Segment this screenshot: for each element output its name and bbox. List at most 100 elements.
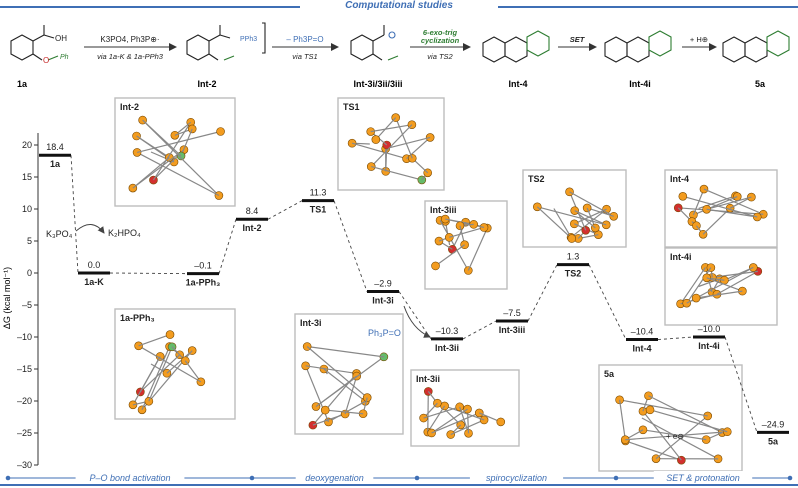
molecule-bond	[649, 409, 728, 433]
molecule-bond	[459, 406, 470, 434]
compound-label-5a: 5a	[755, 79, 766, 89]
y-tick-label: –10	[17, 332, 32, 342]
structure-label: Int-3i	[300, 318, 322, 328]
molecule-bond	[431, 412, 480, 434]
molecule-bond	[184, 360, 202, 383]
molecule-bond	[553, 208, 572, 238]
phase-label: SET & protonation	[666, 473, 740, 483]
y-axis-label: ΔG (kcal mol⁻¹)	[2, 267, 12, 329]
molecule-bond	[642, 410, 682, 461]
profile-connector	[527, 264, 558, 322]
structure-label: 5a	[604, 369, 615, 379]
molecule-bond	[385, 144, 388, 172]
step3-via: via TS2	[427, 52, 453, 61]
molecule-atom	[371, 135, 381, 144]
phase-label: deoxygenation	[305, 473, 364, 483]
compound-label-1a: 1a	[17, 79, 28, 89]
molecule-bond	[682, 195, 758, 218]
energy-value-label: 0.0	[88, 260, 101, 270]
fragment-pph3: PPh3	[240, 36, 257, 43]
structure-label: TS2	[528, 174, 545, 184]
molecule-bond	[306, 346, 368, 399]
profile-connector	[724, 336, 758, 433]
energy-value-label: –24.9	[762, 419, 785, 429]
molecule-bond	[325, 409, 364, 415]
compound-int3-structure	[350, 25, 399, 61]
compound-label-int2: Int-2	[198, 79, 217, 89]
molecule-bond	[305, 365, 357, 375]
annotation-arrow	[75, 224, 105, 234]
y-tick-label: –20	[17, 396, 32, 406]
energy-value-label: –10.4	[631, 327, 654, 337]
molecule-bond	[370, 124, 413, 133]
molecule-bond	[450, 419, 485, 436]
phase-label-bg	[75, 471, 185, 483]
molecule-bond	[619, 399, 708, 417]
molecule-atom	[691, 293, 701, 303]
phase-label-bg	[295, 471, 374, 483]
molecule-atom	[582, 203, 592, 213]
molecule-bond	[180, 128, 193, 157]
molecule-bond	[371, 166, 422, 181]
compound-label-int4i: Int-4i	[629, 79, 651, 89]
molecule-bond	[467, 227, 488, 271]
state-name-label: Int-4	[633, 344, 652, 354]
molecule-bond	[136, 151, 220, 197]
compound-int4-structure	[482, 30, 550, 63]
molecule-bond	[716, 270, 759, 295]
molecule-bond	[148, 346, 173, 402]
molecule-bond	[395, 117, 413, 159]
molecule-bond	[625, 431, 728, 441]
state-name-label: 5a	[768, 436, 779, 446]
molecule-bond	[574, 210, 607, 226]
y-tick-label: 10	[22, 204, 32, 214]
molecule-bond	[706, 277, 743, 292]
molecule-atom	[645, 405, 655, 415]
state-name-label: Int-3iii	[499, 325, 526, 335]
molecule-bond	[307, 345, 384, 358]
profile-connectors	[70, 155, 758, 433]
molecule-atom	[431, 261, 440, 271]
molecule-bond	[370, 124, 413, 168]
energy-value-label: 11.3	[310, 188, 327, 198]
state-name-label: Int-3i	[372, 296, 394, 306]
energy-levels: 18.41a0.01a-K–0.11a-PPh₃8.4Int-211.3TS1–…	[39, 142, 789, 446]
structure-label: Int-4	[670, 174, 689, 184]
molecule-atom	[320, 405, 330, 415]
molecule-bond	[344, 375, 358, 415]
molecule-bond	[586, 207, 614, 217]
profile-connector	[333, 200, 368, 292]
state-name-label: 1a-PPh₃	[186, 278, 221, 288]
step3-name2: cyclization	[421, 36, 460, 45]
molecule-bond	[724, 266, 754, 281]
molecule-bond	[136, 135, 170, 159]
structure-label: Int-3ii	[416, 374, 440, 384]
phase-divider-dot	[249, 475, 255, 481]
molecule-bond	[537, 206, 607, 226]
section-banner: Computational studies	[0, 0, 798, 13]
y-tick-label: –5	[22, 300, 32, 310]
energy-value-label: –10.0	[698, 324, 721, 334]
y-tick-label: –25	[17, 428, 32, 438]
compound-label-int4: Int-4	[509, 79, 528, 89]
molecule-bond	[625, 440, 682, 461]
annotation-arrow	[403, 305, 431, 338]
compound-int2-structure	[186, 22, 266, 61]
molecule-atom	[567, 234, 577, 243]
step4-label: SET	[570, 35, 586, 44]
y-tick-label: 0	[27, 268, 32, 278]
molecule-bond	[138, 334, 171, 347]
fragment-oh: OH	[55, 34, 67, 43]
state-name-label: TS1	[310, 205, 327, 215]
profile-connector	[218, 219, 237, 274]
compound-1a-structure	[10, 25, 59, 61]
phase-label-bg	[653, 471, 753, 483]
profile-connector	[398, 291, 432, 340]
state-name-label: 1a	[50, 159, 61, 169]
molecule-bond	[680, 267, 706, 305]
molecule-bond	[569, 191, 615, 217]
profile-connector	[588, 264, 627, 340]
compound-5a-structure	[722, 30, 790, 63]
y-tick-label: –15	[17, 364, 32, 374]
molecule-bond	[427, 405, 446, 433]
